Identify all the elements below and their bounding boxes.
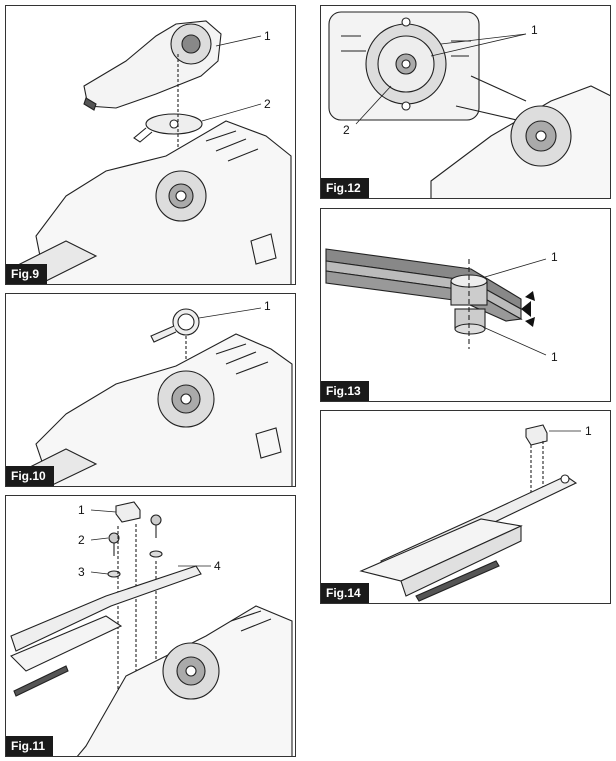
fig11-callout-1: 1 [78,503,85,517]
fig12-illustration [328,11,610,198]
fig11-label: Fig.11 [6,736,54,756]
fig12-label: Fig.12 [321,178,369,198]
fig11-callout-3: 3 [78,565,85,579]
figure-14: 1 Fig.14 [320,410,611,604]
fig9-callout-2: 2 [264,97,271,111]
fig12-callout-2: 2 [343,123,350,137]
figure-12: 1 2 Fig.12 [320,5,611,199]
fig13-callout-1-bottom: 1 [551,350,558,364]
fig14-label: Fig.14 [321,583,369,603]
fig9-callout-1: 1 [264,29,271,43]
fig10-illustration [14,307,293,486]
figure-11: 1 2 3 4 Fig.11 [5,495,296,757]
fig11-callout-2: 2 [78,533,85,547]
fig10-callout-1: 1 [264,299,271,313]
fig11-callout-4: 4 [214,559,221,573]
fig13-callout-1-top: 1 [551,250,558,264]
fig9-label: Fig.9 [6,264,48,284]
fig10-label: Fig.10 [6,466,54,486]
figure-13: 1 1 Fig.13 [320,208,611,402]
fig9-illustration [14,20,292,284]
fig11-illustration [10,501,293,756]
arrow-marker-icon [521,301,531,317]
fig13-label: Fig.13 [321,381,369,401]
figure-9: 1 2 Fig.9 [5,5,296,285]
fig14-callout-1: 1 [585,424,592,438]
fig12-callout-1: 1 [531,23,538,37]
figure-10: 1 Fig.10 [5,293,296,487]
fig14-illustration [359,424,581,602]
fig13-illustration [325,248,547,356]
